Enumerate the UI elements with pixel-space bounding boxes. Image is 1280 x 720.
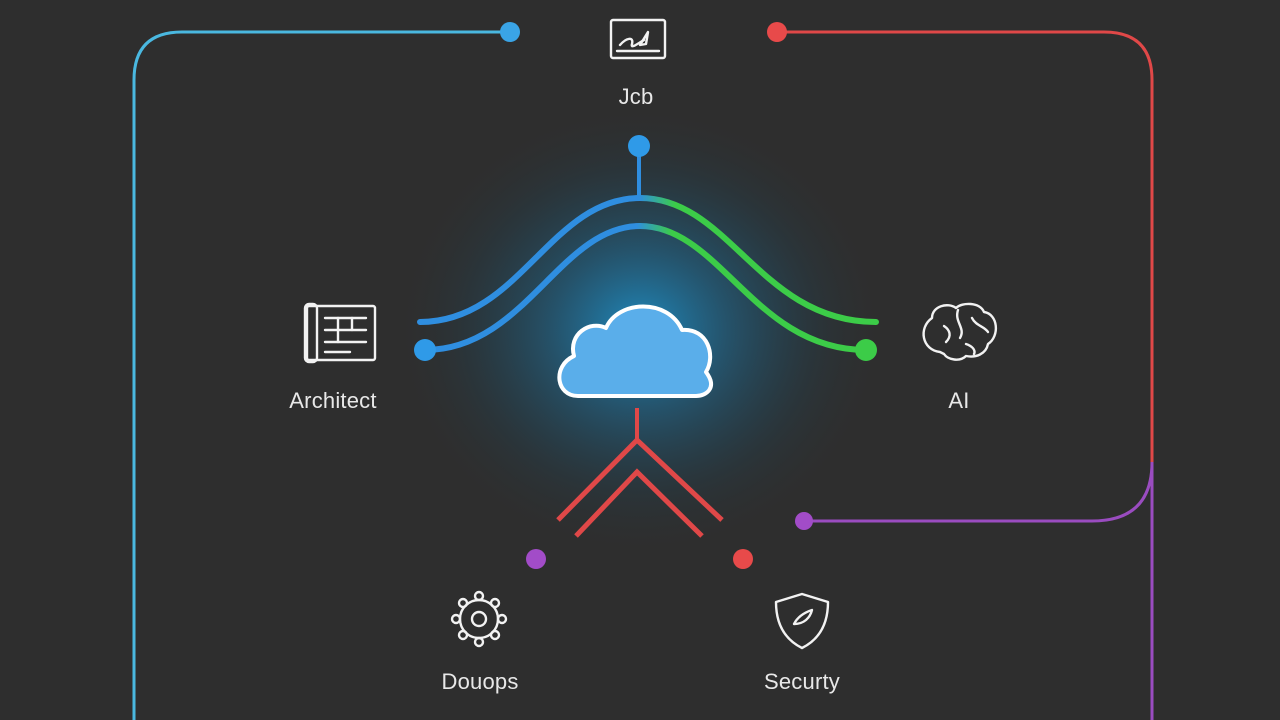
node-bottom-left: Douops	[441, 590, 518, 694]
frame-node-red	[767, 22, 787, 42]
node-right: AI	[922, 302, 997, 413]
gear-icon	[450, 590, 508, 648]
chevron-inner	[574, 468, 704, 538]
node-label-left: Architect	[289, 388, 376, 413]
node-top: Jcb	[609, 18, 667, 109]
signature-icon	[609, 18, 667, 60]
node-label-right: AI	[948, 388, 969, 413]
node-bottom-right: Securty	[764, 592, 840, 694]
node-label-bottom-right: Securty	[764, 669, 840, 694]
chevron-node-purple	[526, 549, 546, 569]
frame-line-red	[777, 30, 1154, 470]
frame-node-purple	[795, 512, 813, 530]
arc-inner	[422, 222, 869, 353]
brain-icon	[922, 302, 997, 361]
frame-node-cyan	[500, 22, 520, 42]
chevron-node-red	[733, 549, 753, 569]
stem-node	[628, 135, 650, 157]
chevron-outer	[556, 436, 724, 522]
node-left: Architect	[289, 302, 377, 413]
arc-outer	[417, 194, 879, 325]
frame-line-purple	[804, 461, 1154, 720]
arc-node-right	[855, 339, 877, 361]
cloud-icon	[557, 304, 713, 398]
node-label-top: Jcb	[619, 84, 654, 109]
node-label-bottom-left: Douops	[441, 669, 518, 694]
blueprint-icon	[303, 302, 377, 364]
frame-line-cyan	[132, 30, 510, 720]
shield-icon	[774, 592, 830, 650]
arc-node-left	[414, 339, 436, 361]
